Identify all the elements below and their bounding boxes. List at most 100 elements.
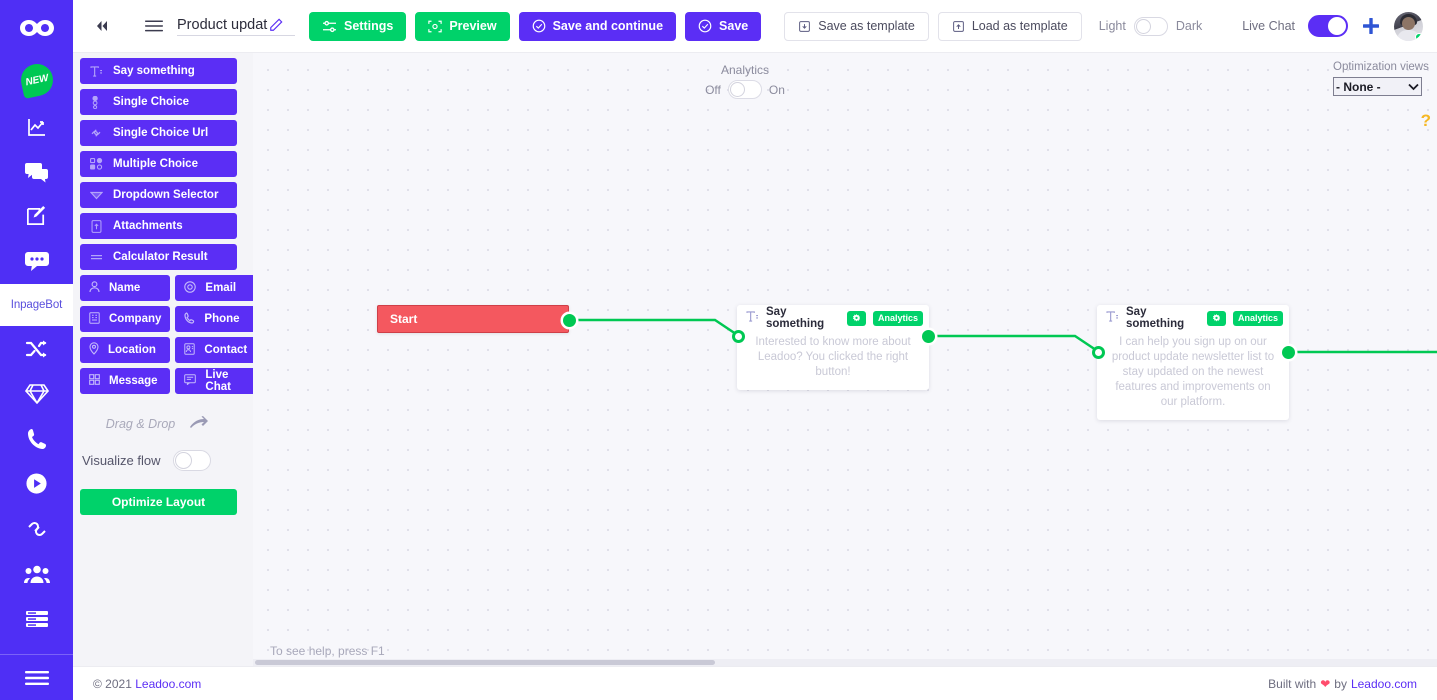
avatar-head	[1402, 16, 1415, 30]
node-settings-button[interactable]	[846, 310, 866, 326]
palette-item-label: Single Choice	[113, 96, 190, 108]
chart-up-icon	[27, 118, 45, 136]
node-analytics-chip[interactable]: Analytics	[1232, 310, 1283, 326]
app-logo[interactable]	[0, 0, 73, 56]
save-as-template-button-label: Save as template	[818, 19, 915, 33]
question-mark-icon[interactable]: ?	[1420, 111, 1431, 130]
palette-item-contact[interactable]: Contact	[175, 337, 257, 363]
palette-item-label: Single Choice Url	[113, 127, 209, 139]
scrollbar-thumb[interactable]	[255, 660, 715, 665]
optimization-views-select[interactable]: - None -	[1333, 77, 1422, 96]
built-with-link[interactable]: Leadoo.com	[1350, 676, 1417, 691]
sidebar-item-links[interactable]	[0, 506, 73, 551]
palette-item-attachments[interactable]: Attachments	[80, 213, 237, 239]
sidebar-item-team[interactable]	[0, 551, 73, 596]
say-something-node-1[interactable]: Say something Analytics Interested to kn…	[737, 305, 929, 390]
palette-item-email[interactable]: Email	[175, 275, 257, 301]
add-button[interactable]	[1361, 16, 1381, 36]
palette-item-dropdown-selector[interactable]: Dropdown Selector	[80, 182, 237, 208]
template-load-icon	[952, 20, 964, 32]
visualize-flow-toggle-knob	[174, 452, 192, 469]
node1-input-port[interactable]	[732, 330, 745, 343]
map-pin-icon	[89, 342, 99, 358]
shuffle-icon	[25, 340, 46, 357]
load-as-template-button[interactable]: Load as template	[937, 11, 1082, 41]
page-title: Product updat	[177, 16, 268, 33]
node2-output-port[interactable]	[1282, 346, 1295, 359]
copyright-link[interactable]: Leadoo.com	[135, 676, 202, 691]
palette-item-message[interactable]: Message	[80, 368, 171, 394]
gear-icon	[1212, 313, 1221, 321]
diamond-icon	[24, 383, 49, 404]
building-icon	[89, 311, 100, 327]
avatar-online-dot	[1415, 32, 1423, 41]
avatar[interactable]	[1394, 11, 1423, 41]
analytics-toggle[interactable]	[727, 80, 762, 99]
palette-item-say-something[interactable]: Say something	[80, 58, 237, 84]
palette-item-live-chat[interactable]: Live Chat	[175, 368, 257, 394]
text-block-icon	[1106, 309, 1119, 327]
avatar-body	[1397, 29, 1420, 41]
sidebar-item-video[interactable]	[0, 461, 73, 506]
node1-output-port[interactable]	[922, 330, 935, 343]
link-icon	[89, 127, 103, 139]
optimization-views-value: - None -	[1336, 79, 1381, 94]
theme-toggle-group: Light Dark	[1099, 16, 1202, 36]
page-footer: © 2021 Leadoo.com Built with ❤ by Leadoo…	[73, 666, 1437, 700]
palette-item-calculator-result[interactable]: Calculator Result	[80, 244, 237, 270]
analytics-toggle-knob	[729, 82, 745, 97]
sidebar-item-inpagebot[interactable]: InpageBot	[0, 284, 73, 326]
say-something-node-2[interactable]: Say something Analytics I can help you s…	[1097, 305, 1289, 420]
node-analytics-chip[interactable]: Analytics	[872, 310, 923, 326]
built-with-group: Built with ❤ by Leadoo.com	[1268, 677, 1417, 691]
sidebar-item-menu[interactable]	[0, 654, 73, 700]
menu-button[interactable]	[139, 11, 169, 41]
start-node-output-port[interactable]	[563, 314, 576, 327]
theme-toggle[interactable]	[1133, 16, 1168, 36]
save-button[interactable]: Save	[685, 11, 762, 41]
palette-item-company[interactable]: Company	[80, 306, 171, 332]
flow-canvas[interactable]: Analytics Off On Optimization views - No…	[253, 53, 1437, 666]
sidebar-item-chats[interactable]	[0, 149, 73, 194]
pencil-icon[interactable]	[269, 18, 283, 32]
palette-item-name[interactable]: Name	[80, 275, 171, 301]
bot-title[interactable]: Product updat	[177, 17, 295, 36]
new-badge-icon: NEW	[17, 61, 56, 99]
palette-item-label: Email	[205, 282, 237, 294]
node-header: Say something Analytics	[1097, 305, 1289, 331]
text-block-icon	[89, 65, 103, 77]
horizontal-scrollbar[interactable]	[253, 659, 1437, 666]
built-with-prefix: Built with	[1268, 676, 1317, 691]
sidebar-item-call[interactable]	[0, 416, 73, 461]
node-title: Say something	[1126, 306, 1185, 330]
palette-item-phone[interactable]: Phone	[175, 306, 257, 332]
sidebar-item-messages[interactable]	[0, 239, 73, 284]
sidebar-item-new[interactable]: NEW	[0, 56, 73, 104]
gear-icon	[852, 313, 861, 321]
save-as-template-button[interactable]: Save as template	[784, 11, 929, 41]
palette-item-single-choice-url[interactable]: Single Choice Url	[80, 120, 237, 146]
sidebar-item-diamond[interactable]	[0, 371, 73, 416]
collapse-panel-button[interactable]	[87, 11, 117, 41]
node2-input-port[interactable]	[1092, 346, 1105, 359]
sidebar-item-shuffle[interactable]	[0, 326, 73, 371]
optimize-layout-button[interactable]: Optimize Layout	[80, 489, 237, 515]
start-node[interactable]: Start	[377, 305, 569, 333]
chat-window-icon	[184, 374, 197, 388]
visualize-flow-toggle[interactable]	[172, 450, 211, 471]
sidebar-item-analytics[interactable]	[0, 104, 73, 149]
settings-button[interactable]: Settings	[309, 11, 407, 41]
palette-item-location[interactable]: Location	[80, 337, 171, 363]
sidebar-item-edit[interactable]	[0, 194, 73, 239]
grid-squares-icon	[89, 374, 100, 388]
palette-item-single-choice[interactable]: Single Choice	[80, 89, 237, 115]
node-body-text: I can help you sign up on our product up…	[1111, 336, 1275, 408]
preview-button[interactable]: Preview	[415, 11, 510, 41]
equals-icon	[89, 253, 103, 261]
sidebar-item-list[interactable]	[0, 596, 73, 641]
palette-item-multiple-choice[interactable]: Multiple Choice	[80, 151, 237, 177]
node-settings-button[interactable]	[1206, 310, 1226, 326]
save-and-continue-button[interactable]: Save and continue	[518, 11, 677, 41]
live-chat-toggle[interactable]	[1308, 15, 1348, 37]
palette-item-label: Location	[108, 344, 156, 356]
